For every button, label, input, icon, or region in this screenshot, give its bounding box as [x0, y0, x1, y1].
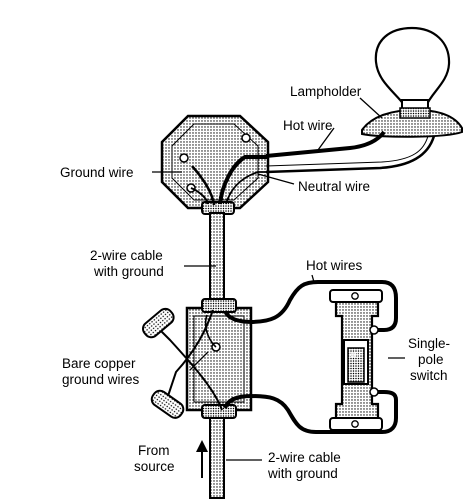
up-arrow-icon: [196, 440, 208, 478]
terminal-screw-icon: [369, 325, 379, 335]
label-single-pole-line3: switch: [410, 368, 448, 383]
switch-box: [185, 298, 253, 419]
label-cable-top-line1: 2-wire cable: [90, 248, 163, 263]
label-bare-copper-line1: Bare copper: [62, 356, 136, 371]
cable-bottom: [209, 417, 225, 499]
lamp-wires: [265, 130, 436, 174]
switch-box-hot-wires: [223, 310, 253, 409]
lampholder: [361, 107, 463, 138]
single-pole-switch: OFF: [329, 289, 383, 431]
label-neutral-wire: Neutral wire: [298, 179, 370, 194]
label-bare-copper-line2: ground wires: [62, 372, 140, 387]
screw-icon: [241, 133, 251, 143]
label-ground-wire: Ground wire: [60, 165, 134, 180]
toggle-lever: [347, 347, 365, 383]
terminal-screw-icon: [369, 387, 379, 397]
label-cable-bottom-line1: 2-wire cable: [268, 450, 341, 465]
switch-off-marking: OFF: [350, 353, 362, 359]
hot-wires-to-switch: [249, 280, 398, 434]
label-from-source-line2: source: [134, 459, 175, 474]
screw-icon: [351, 292, 359, 300]
junction-box-wires: [190, 155, 268, 206]
label-cable-bottom-line2: with ground: [267, 466, 338, 481]
label-hot-wires: Hot wires: [306, 258, 363, 273]
label-cable-top-line2: with ground: [93, 264, 164, 279]
bare-copper-ground-wires: [141, 307, 223, 419]
label-hot-wire: Hot wire: [283, 118, 333, 133]
label-from-source-line1: From: [138, 443, 170, 458]
light-bulb-icon: [374, 26, 451, 113]
label-single-pole-line1: Single-: [408, 336, 450, 351]
screw-icon: [351, 420, 359, 428]
label-lampholder: Lampholder: [290, 84, 362, 99]
label-single-pole-line2: pole: [418, 352, 444, 367]
leader-lines: [152, 97, 405, 461]
cable-top: [209, 212, 225, 306]
screw-icon: [179, 153, 189, 163]
junction-box: [160, 114, 270, 215]
